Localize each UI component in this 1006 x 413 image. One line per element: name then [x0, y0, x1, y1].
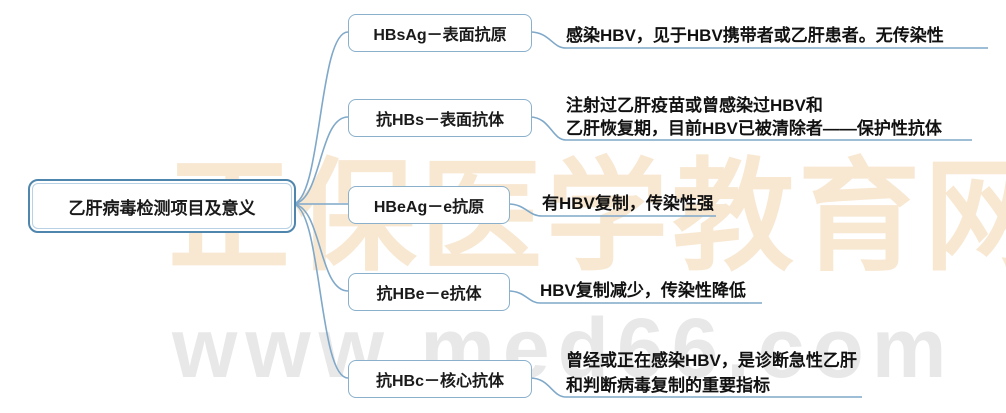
underline-branch1: [529, 31, 988, 49]
branch-node-label: HBsAg－表面抗原: [373, 27, 507, 44]
root-node-label: 乙肝病毒检测项目及意义: [68, 198, 256, 218]
branch-node-anti-hbe: 抗HBe－e抗体: [348, 273, 510, 311]
branch-desc-anti-hbs-line2: 乙肝恢复期，目前HBV已被清除者——保护性抗体: [566, 119, 942, 138]
connector-root-branch2: [291, 116, 349, 205]
branch-desc-hbsag: 感染HBV，见于HBV携带者或乙肝患者。无传染性: [566, 26, 944, 45]
underline-branch4: [507, 290, 762, 304]
branch-desc-anti-hbe: HBV复制减少，传染性降低: [540, 281, 746, 300]
connector-root-branch1: [291, 31, 349, 205]
branch-desc-anti-hbc-line1: 曾经或正在感染HBV，是诊断急性乙肝: [566, 351, 857, 370]
branch-node-label: HBeAg－e抗原: [373, 199, 485, 216]
branch-node-hbeag: HBeAg－e抗原: [348, 186, 510, 224]
underline-branch3: [507, 203, 716, 217]
underline-branch5: [529, 377, 862, 398]
branch-node-anti-hbc: 抗HBc－核心抗体: [348, 360, 532, 398]
connector-root-branch5: [291, 203, 349, 379]
underline-branch2: [529, 116, 972, 141]
branch-node-hbsag: HBsAg－表面抗原: [348, 14, 532, 52]
branch-node-label: 抗HBs－表面抗体: [375, 112, 504, 129]
branch-node-label: 抗HBc－核心抗体: [375, 373, 504, 390]
branch-desc-hbeag: 有HBV复制，传染性强: [542, 194, 714, 213]
branch-node-anti-hbs: 抗HBs－表面抗体: [348, 99, 532, 137]
connector-root-branch4: [291, 203, 349, 292]
branch-desc-anti-hbs-line1: 注射过乙肝疫苗或曾感染过HBV和: [566, 96, 823, 115]
root-node-topic: 乙肝病毒检测项目及意义: [28, 179, 296, 233]
branch-node-label: 抗HBe－e抗体: [376, 286, 482, 303]
branch-desc-anti-hbc-line2: 和判断病毒复制的重要指标: [566, 376, 770, 395]
